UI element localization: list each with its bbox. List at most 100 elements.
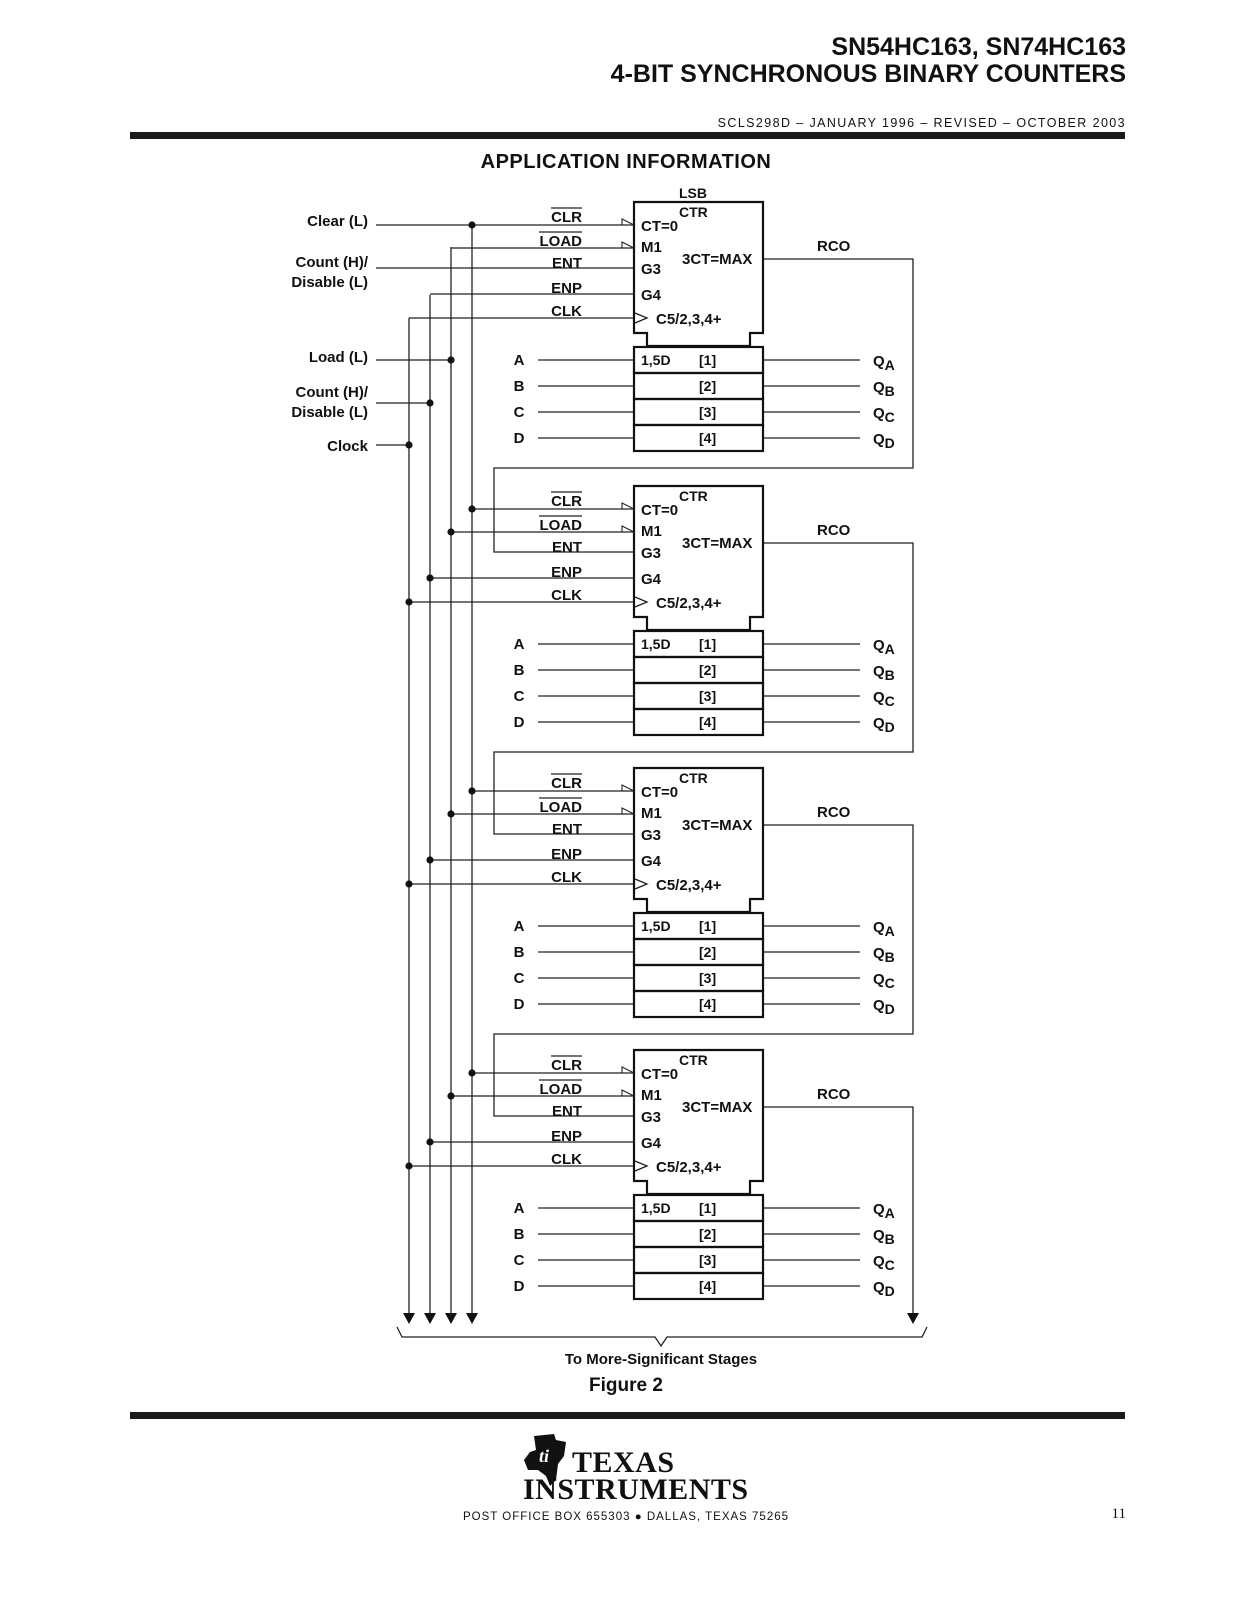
bit-label: [1] — [699, 636, 716, 652]
data-input-label: B — [514, 662, 525, 679]
enp-label: ENP — [551, 846, 582, 863]
c5-label: C5/2,3,4+ — [656, 595, 722, 612]
down-arrow-icon — [907, 1313, 919, 1324]
bit-label: [4] — [699, 714, 716, 730]
document-id: SCLS298D – JANUARY 1996 – REVISED – OCTO… — [717, 116, 1126, 130]
bottom-rule — [130, 1412, 1125, 1419]
bit-label: [4] — [699, 430, 716, 446]
d15-label: 1,5D — [641, 636, 671, 652]
down-arrow-icon — [445, 1313, 457, 1324]
input-label-disable-p: Disable (L) — [291, 404, 368, 421]
q-output-label: QD — [873, 715, 895, 735]
negation-icon — [621, 1089, 635, 1097]
down-arrow-icon — [403, 1313, 415, 1324]
junction-dot — [447, 528, 455, 536]
junction-dot — [426, 574, 434, 582]
logo-instruments-text: INSTRUMENTS — [523, 1473, 749, 1506]
data-input-label: B — [514, 378, 525, 395]
c5-label: C5/2,3,4+ — [656, 311, 722, 328]
clk-label: CLK — [551, 1151, 582, 1168]
clr-label: CLR — [551, 1057, 582, 1074]
m1-label: M1 — [641, 805, 662, 822]
clr-label: CLR — [551, 209, 582, 226]
input-label-load: Load (L) — [309, 349, 368, 366]
data-input-label: C — [514, 404, 525, 421]
rco-label: RCO — [817, 1086, 851, 1103]
header-title-line1: SN54HC163, SN74HC163 — [831, 33, 1126, 61]
junction-dot — [426, 399, 434, 407]
clock-input-icon — [634, 1160, 649, 1172]
bit-label: [4] — [699, 1278, 716, 1294]
ct0-label: CT=0 — [641, 1066, 678, 1083]
q-output-label: QD — [873, 1279, 895, 1299]
m1-label: M1 — [641, 239, 662, 256]
ent-label: ENT — [552, 255, 582, 272]
bit-label: [3] — [699, 404, 716, 420]
d15-label: 1,5D — [641, 918, 671, 934]
ctr-label: CTR — [679, 204, 708, 220]
q-output-label: QB — [873, 379, 895, 399]
ent-label: ENT — [552, 539, 582, 556]
junction-dot — [447, 810, 455, 818]
enp-label: ENP — [551, 564, 582, 581]
data-input-label: A — [514, 352, 525, 369]
top-rule — [130, 132, 1125, 139]
counter-bit-cell — [632, 707, 765, 737]
junction-dot — [468, 505, 476, 513]
bit-label: [1] — [699, 918, 716, 934]
m1-label: M1 — [641, 1087, 662, 1104]
q-output-label: QA — [873, 637, 895, 657]
q-output-label: QB — [873, 663, 895, 683]
page-number: 11 — [1111, 1506, 1126, 1522]
junction-dot — [468, 221, 476, 229]
negation-icon — [621, 1066, 635, 1074]
bit-label: [2] — [699, 944, 716, 960]
clk-label: CLK — [551, 869, 582, 886]
rco-cascade-wire — [493, 258, 914, 553]
clock-input-icon — [634, 312, 649, 324]
input-label-count-p: Count (H)/ — [296, 384, 369, 401]
bit-label: [3] — [699, 688, 716, 704]
data-input-label: A — [514, 636, 525, 653]
input-label-clear: Clear (L) — [307, 213, 368, 230]
clr-label: CLR — [551, 493, 582, 510]
g4-label: G4 — [641, 571, 662, 588]
bit-label: [4] — [699, 996, 716, 1012]
g3-label: G3 — [641, 261, 661, 278]
load-label: LOAD — [540, 799, 583, 816]
clk-label: CLK — [551, 587, 582, 604]
ctmax-label: 3CT=MAX — [682, 535, 752, 552]
enp-label: ENP — [551, 1128, 582, 1145]
q-output-label: QB — [873, 945, 895, 965]
junction-dot — [426, 1138, 434, 1146]
data-input-label: C — [514, 1252, 525, 1269]
rco-label: RCO — [817, 238, 851, 255]
ctr-label: CTR — [679, 770, 708, 786]
input-label-count-t: Count (H)/ — [296, 254, 369, 271]
q-output-label: QB — [873, 1227, 895, 1247]
negation-icon — [621, 784, 635, 792]
g4-label: G4 — [641, 1135, 662, 1152]
q-output-label: QC — [873, 689, 895, 709]
ctmax-label: 3CT=MAX — [682, 251, 752, 268]
bracket-line — [396, 1326, 928, 1348]
load-label: LOAD — [540, 233, 583, 250]
junction-dot — [468, 787, 476, 795]
load-label: LOAD — [540, 1081, 583, 1098]
ent-label: ENT — [552, 821, 582, 838]
figure-caption: Figure 2 — [589, 1375, 663, 1396]
data-input-label: D — [514, 1278, 525, 1295]
junction-dot — [405, 598, 413, 606]
c5-label: C5/2,3,4+ — [656, 1159, 722, 1176]
load-label: LOAD — [540, 517, 583, 534]
ctmax-label: 3CT=MAX — [682, 817, 752, 834]
lsb-label: LSB — [679, 185, 707, 201]
c5-label: C5/2,3,4+ — [656, 877, 722, 894]
q-output-label: QC — [873, 405, 895, 425]
d15-label: 1,5D — [641, 1200, 671, 1216]
rco-label: RCO — [817, 522, 851, 539]
rco-label: RCO — [817, 804, 851, 821]
negation-icon — [621, 807, 635, 815]
data-input-label: D — [514, 714, 525, 731]
